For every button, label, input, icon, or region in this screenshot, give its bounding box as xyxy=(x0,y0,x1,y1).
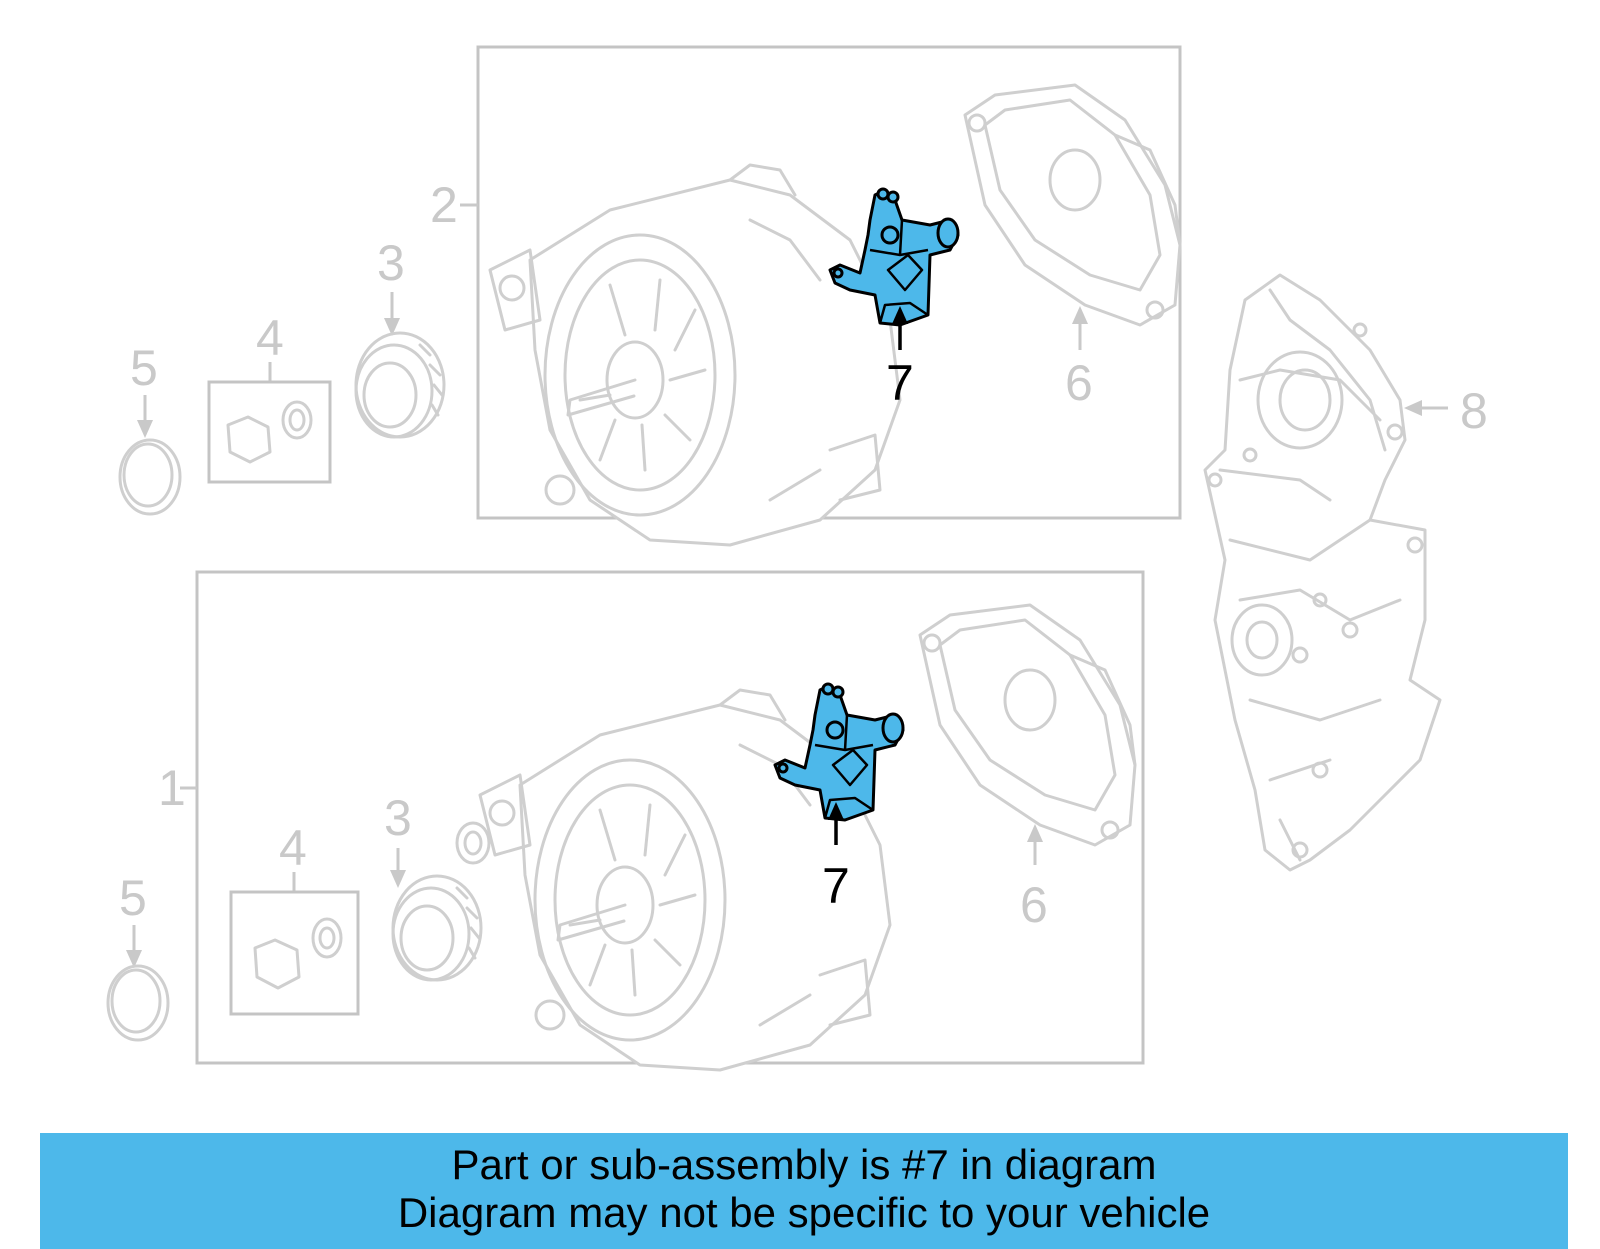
banner-line-1: Part or sub-assembly is #7 in diagram xyxy=(451,1141,1157,1188)
info-banner: Part or sub-assembly is #7 in diagram Di… xyxy=(40,1133,1568,1249)
label-nut-kit-upper: 4 xyxy=(256,310,284,366)
assembly-box-upper xyxy=(476,45,1182,520)
label-bracket: 8 xyxy=(1460,383,1488,439)
washer-upper xyxy=(281,400,313,440)
nut-lower xyxy=(253,938,301,990)
mounting-bracket xyxy=(1203,273,1442,872)
label-cap-upper: 5 xyxy=(130,340,158,396)
cap-lower xyxy=(106,964,170,1042)
nut-kit-box-lower xyxy=(229,890,360,1016)
label-regulator-lower: 7 xyxy=(822,858,850,914)
label-nut-kit-lower: 4 xyxy=(279,820,307,876)
washer-lower xyxy=(311,917,343,959)
cap-upper xyxy=(118,438,182,516)
alternator-upper xyxy=(488,163,902,547)
pulley-upper xyxy=(354,331,446,439)
rear-cover-upper xyxy=(963,83,1182,327)
label-pulley-lower: 3 xyxy=(384,790,412,846)
label-rear-cover-upper: 6 xyxy=(1065,355,1093,411)
nut-upper xyxy=(226,415,272,464)
label-cap-lower: 5 xyxy=(119,870,147,926)
pulley-lower xyxy=(391,874,483,982)
spacer-lower xyxy=(455,821,491,865)
banner-line-2: Diagram may not be specific to your vehi… xyxy=(397,1189,1211,1236)
nut-kit-box-upper xyxy=(207,380,332,484)
label-assembly-upper: 2 xyxy=(430,177,458,233)
label-regulator-upper: 7 xyxy=(886,355,914,411)
rear-cover-lower xyxy=(918,603,1137,847)
label-rear-cover-lower: 6 xyxy=(1020,877,1048,933)
label-pulley-upper: 3 xyxy=(377,235,405,291)
